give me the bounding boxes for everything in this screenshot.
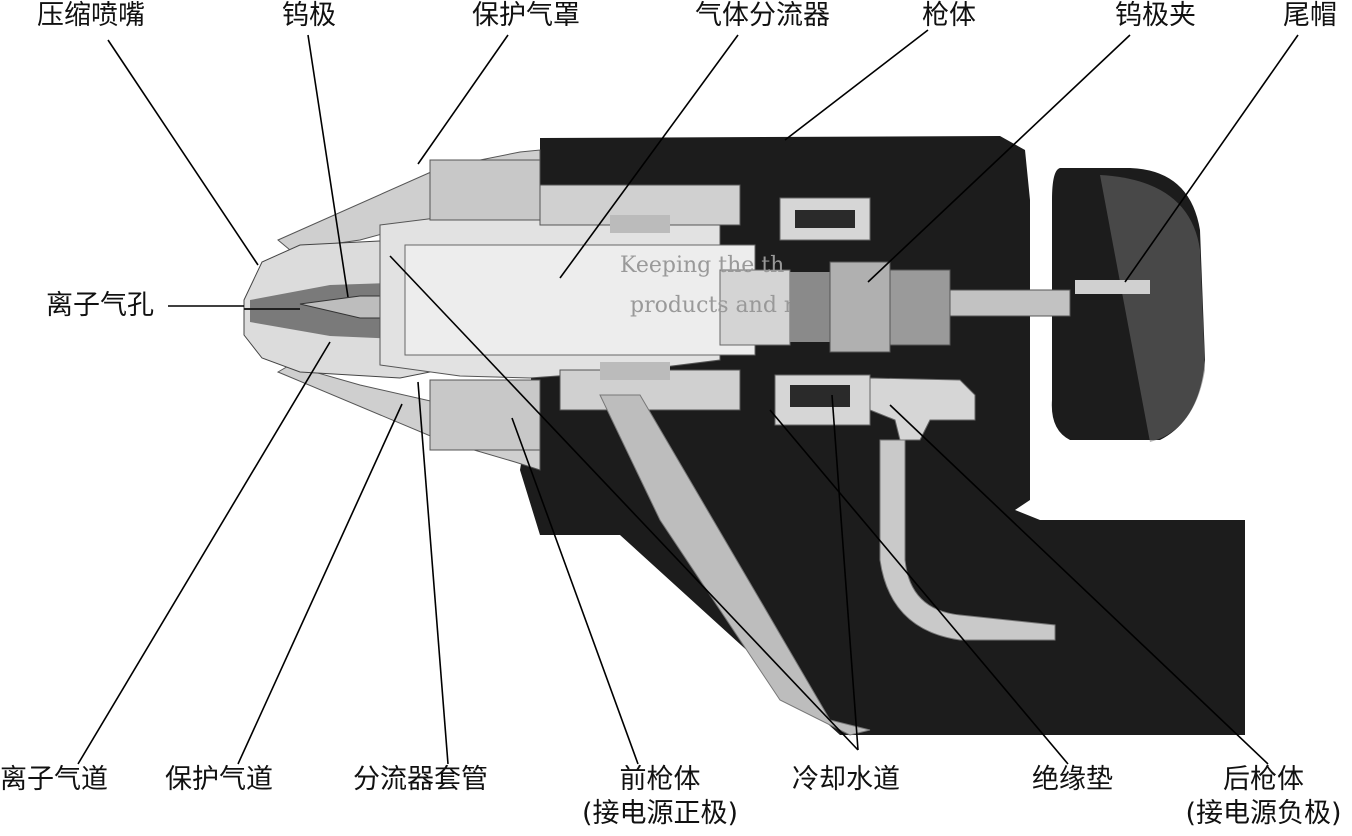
label-ion-gas-hole: 离子气孔: [46, 290, 154, 321]
label-front-gun-body-note: (接电源正极): [581, 798, 739, 829]
label-rear-gun-body-note: (接电源负极): [1185, 798, 1342, 829]
label-shield-gas-channel: 保护气道: [165, 764, 273, 795]
water-pipe-shape: [879, 439, 1056, 641]
label-rear-gun-body: 后枪体: [1223, 764, 1304, 795]
leader-shield-gas-cap: [417, 34, 509, 165]
label-gun-body: 枪体: [922, 0, 976, 31]
leader-lines: [77, 29, 1299, 765]
leader-tungsten-electrode: [307, 34, 349, 298]
leader-electrode-clamp: [867, 34, 1131, 283]
leader-gun-body: [784, 29, 929, 141]
leader-shield-gas-channel: [237, 403, 403, 765]
leader-compress-nozzle: [107, 39, 259, 266]
label-compress-nozzle: 压缩喷嘴: [37, 0, 145, 31]
label-shield-gas-cap: 保护气罩: [472, 0, 580, 31]
label-diffuser-sleeve: 分流器套管: [353, 764, 488, 795]
leader-gas-diffuser: [559, 34, 739, 279]
front-gun-body-shape: [429, 159, 741, 451]
label-electrode-clamp: 钨极夹: [1115, 0, 1196, 31]
label-cooling-water-channel: 冷却水道: [792, 764, 900, 795]
leader-cooling-water-a: [389, 255, 859, 751]
photo-text-line2: products and m: [630, 293, 805, 318]
label-front-gun-body: 前枪体: [619, 764, 701, 795]
label-insulating-pad: 绝缘垫: [1032, 764, 1113, 795]
label-ion-gas-channel: 离子气道: [0, 764, 108, 795]
label-gas-diffuser: 气体分流器: [695, 0, 830, 31]
cooling-channel-shapes: [774, 197, 976, 441]
photo-text-line1: Keeping the th: [620, 253, 784, 278]
leader-diffuser-sleeve: [417, 381, 449, 765]
leader-front-gun-body: [511, 417, 639, 765]
hose-shape: [599, 394, 871, 736]
leader-cooling-water-b: [831, 394, 859, 751]
leader-rear-gun-body: [889, 404, 1269, 765]
label-tungsten-electrode: 钨极: [282, 0, 336, 31]
leader-insulating-pad: [769, 409, 1069, 765]
label-end-cap: 尾帽: [1283, 0, 1337, 31]
leader-ion-gas-channel: [77, 341, 331, 765]
leader-end-cap: [1124, 34, 1299, 283]
electrode-clamp-shape: [790, 261, 1150, 353]
